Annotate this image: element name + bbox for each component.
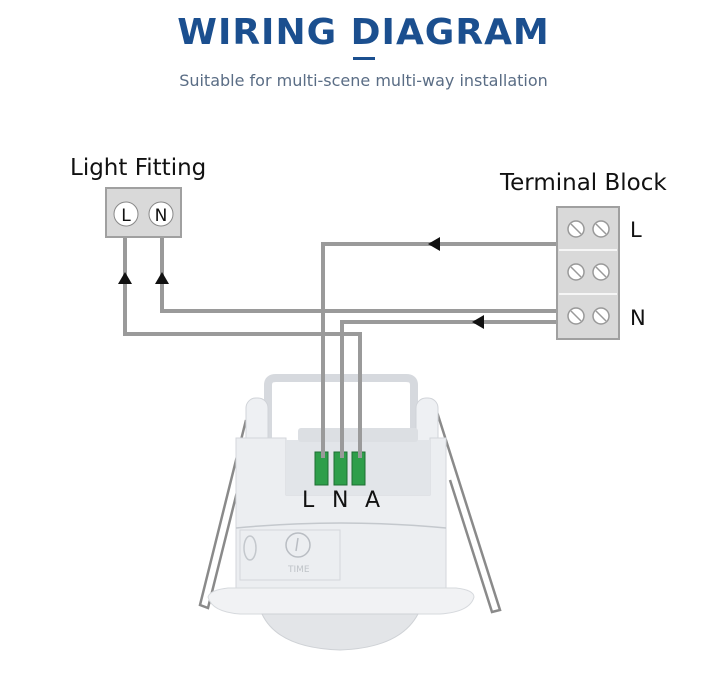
control-panel [239, 529, 341, 581]
motion-sensor: TIME L N A [198, 374, 502, 651]
terminal-block-label: Terminal Block [500, 170, 667, 196]
diagram-subtitle: Suitable for multi-scene multi-way insta… [179, 71, 548, 90]
wire-supply-neutral-sensor [340, 320, 558, 458]
sensor-terminal-n: N [332, 488, 348, 513]
arrow-left-icon [472, 315, 484, 329]
light-terminal-n: N [155, 206, 168, 226]
wires [123, 237, 558, 458]
wire-supply-live [321, 242, 558, 458]
spring-clip-left [198, 419, 248, 610]
sensor-terminal-a: A [365, 488, 380, 513]
terminal-block: L N [556, 206, 646, 340]
terminal-row-n-label: N [630, 306, 646, 330]
sensor-lens [261, 613, 419, 651]
diagram-title: WIRING DIAGRAM [177, 12, 550, 53]
light-fitting-label: Light Fitting [70, 155, 207, 181]
light-fitting-box: L N [105, 187, 182, 238]
housing-seam [235, 522, 447, 529]
wire-switched-live [123, 237, 362, 458]
terminal-row-l-label: L [630, 218, 642, 242]
sensor-terminal-l: L [302, 488, 315, 513]
arrow-left-icon [428, 237, 440, 251]
arrow-up-icon [155, 272, 169, 284]
title-underline [353, 57, 375, 60]
spring-clip-right [435, 411, 502, 614]
arrow-up-icon [118, 272, 132, 284]
terminal-l-circle [113, 201, 139, 227]
time-dial-label: TIME [287, 565, 310, 575]
lux-dial-icon[interactable] [243, 535, 257, 561]
terminal-n-circle [148, 201, 174, 227]
wire-neutral-light [160, 237, 558, 313]
light-terminal-l: L [121, 206, 131, 226]
sensor-flange [207, 587, 475, 615]
time-dial-icon[interactable] [285, 532, 311, 558]
